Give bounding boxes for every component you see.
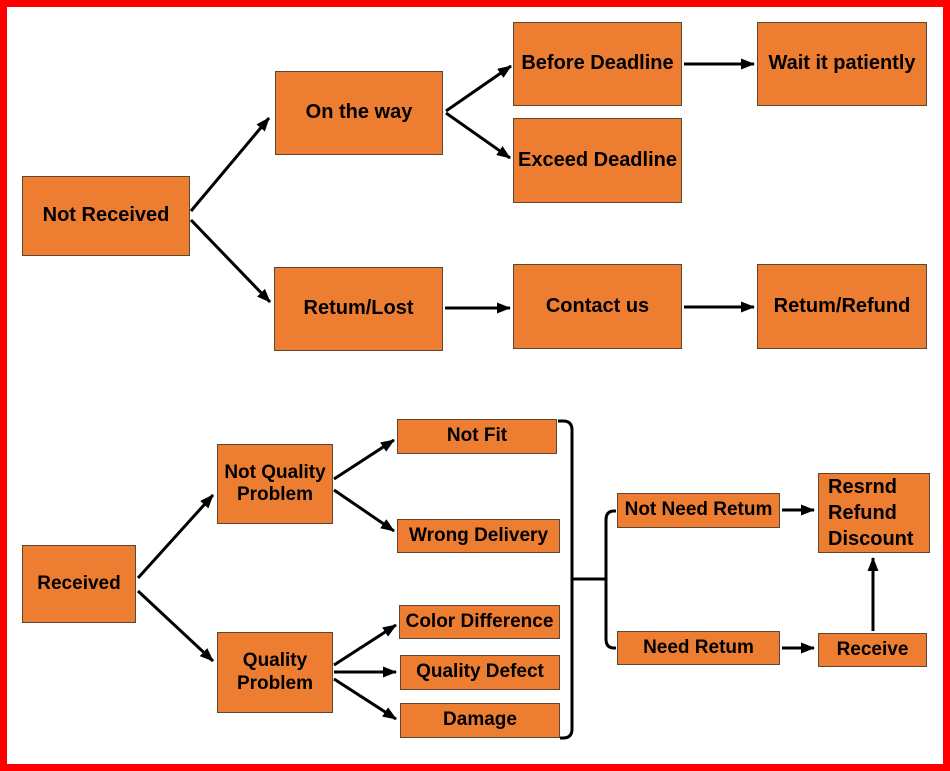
- node-exceed-deadline: Exceed Deadline: [513, 118, 682, 203]
- node-quality-defect: Quality Defect: [400, 655, 560, 690]
- edge-notreceived-retumlost: [189, 218, 272, 304]
- edge-qp-damage: [333, 677, 397, 721]
- node-label: Wrong Delivery: [408, 524, 549, 546]
- node-label: Not Need Retum: [624, 499, 773, 521]
- edge-ontheway-exceeddeadline: [445, 111, 511, 160]
- node-label: Color Difference: [405, 610, 554, 632]
- node-color-difference: Color Difference: [399, 605, 560, 639]
- bracket-outcomes: [558, 419, 574, 740]
- node-label: On the way: [305, 101, 413, 124]
- edge-nqp-notfit: [333, 438, 395, 481]
- node-quality-problem: Quality Problem: [217, 632, 333, 713]
- node-label: Wait it patiently: [768, 52, 916, 75]
- node-label: Contact us: [545, 294, 650, 317]
- edge-received-qualityproblem: [136, 589, 215, 663]
- fork-retum-options: [604, 509, 616, 650]
- node-retum-refund: Retum/Refund: [757, 264, 927, 349]
- edge-qp-colordifference: [333, 623, 397, 667]
- node-not-fit: Not Fit: [397, 419, 557, 454]
- node-label: Not Fit: [446, 425, 508, 447]
- node-before-deadline: Before Deadline: [513, 22, 682, 106]
- node-label: Retum/Lost: [303, 297, 414, 320]
- node-label: Exceed Deadline: [518, 148, 677, 171]
- node-receive: Receive: [818, 633, 927, 667]
- node-label: Resrnd Refund Discount: [828, 476, 914, 550]
- node-label: Not Quality Problem: [224, 461, 326, 505]
- node-label: Quality Problem: [236, 650, 314, 694]
- edge-notreceived-ontheway: [189, 117, 271, 212]
- node-label: Need Retum: [643, 636, 754, 658]
- node-label: Retum/Refund: [773, 294, 911, 317]
- node-label: Receive: [836, 638, 909, 660]
- node-wait-it-patiently: Wait it patiently: [757, 22, 927, 106]
- node-not-quality-problem: Not Quality Problem: [217, 444, 333, 524]
- node-label: Quality Defect: [416, 661, 544, 683]
- node-retum-lost: Retum/Lost: [274, 267, 443, 351]
- node-resrnd-refund-discount: Resrnd Refund Discount: [818, 473, 930, 553]
- node-not-need-retum: Not Need Retum: [617, 493, 780, 528]
- node-wrong-delivery: Wrong Delivery: [397, 519, 560, 553]
- edge-nqp-wrongdelivery: [333, 488, 395, 533]
- node-contact-us: Contact us: [513, 264, 682, 349]
- node-not-received: Not Received: [22, 176, 190, 256]
- node-label: Before Deadline: [521, 52, 674, 75]
- node-received: Received: [22, 545, 136, 623]
- node-label: Damage: [443, 709, 517, 731]
- node-need-retum: Need Retum: [617, 631, 780, 665]
- edge-received-notqualityproblem: [136, 493, 215, 580]
- node-label: Received: [37, 572, 121, 594]
- node-label: Not Received: [42, 204, 170, 227]
- edge-ontheway-beforedeadline: [445, 64, 512, 113]
- node-damage: Damage: [400, 703, 560, 738]
- node-on-the-way: On the way: [275, 71, 443, 155]
